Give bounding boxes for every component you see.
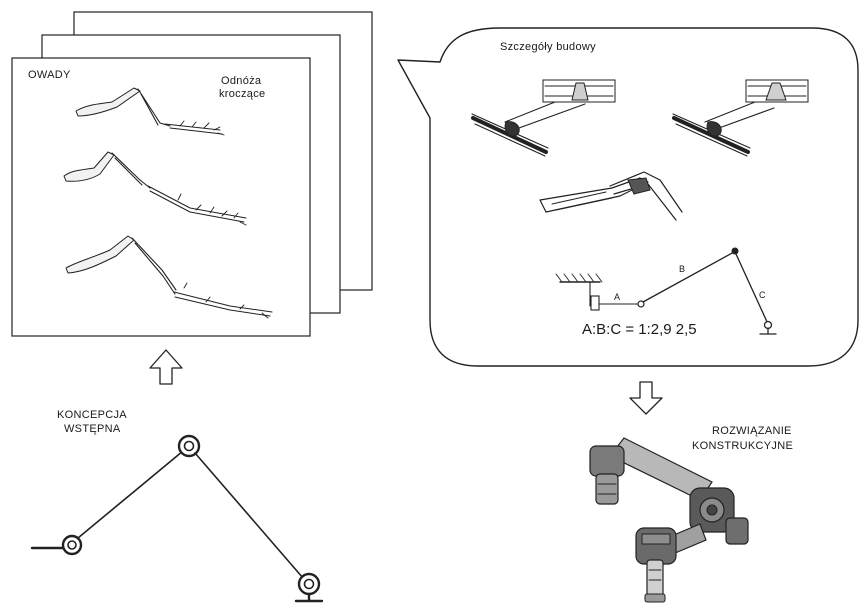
details-title: Szczegóły budowy (500, 41, 596, 53)
solution-label-line1: ROZWIĄZANIE (712, 425, 792, 437)
insect-leg-sketch-3 (65, 235, 273, 319)
kinematic-linkage-schematic (555, 247, 777, 335)
insect-leg-sketch-1 (75, 87, 225, 136)
clamp-joint-detail (539, 171, 683, 221)
link-label-a: A (614, 292, 620, 302)
insect-page-stack (11, 11, 373, 337)
insects-subtitle-line2: kroczące (219, 88, 265, 100)
tube-joint-detail-a (471, 79, 616, 157)
insects-subtitle-line1: Odnóża (221, 75, 262, 87)
robot-arm (589, 437, 749, 603)
solution-label-line2: KONSTRUKCYJNE (692, 440, 793, 452)
details-speech-bubble (397, 27, 859, 367)
insects-title: OWADY (28, 69, 71, 81)
link-ratio-text: A:B:C = 1:2,9 2,5 (582, 321, 697, 338)
tube-joint-detail-b (672, 79, 809, 157)
concept-linkage (30, 434, 324, 603)
insect-leg-sketch-2 (63, 151, 247, 226)
concept-label-line2: WSTĘPNA (64, 423, 121, 435)
link-label-b: B (679, 264, 685, 274)
concept-label-line1: KONCEPCJA (57, 409, 127, 421)
up-arrow-icon (149, 349, 183, 385)
link-label-c: C (759, 290, 766, 300)
down-arrow-icon (629, 381, 663, 415)
